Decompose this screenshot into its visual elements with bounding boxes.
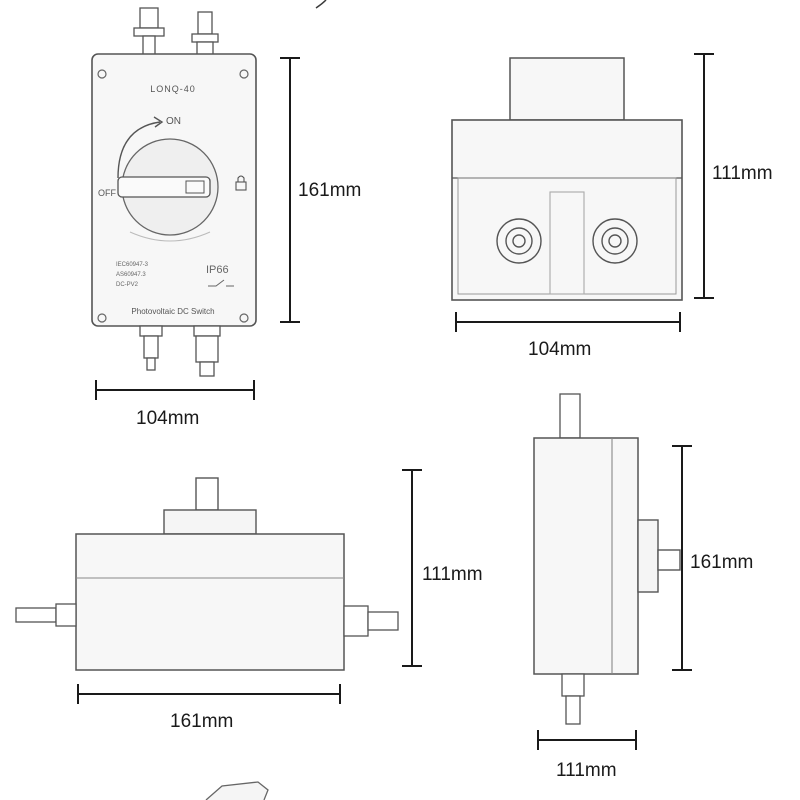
front-width-dimension [95,380,255,400]
top-height-label: 111mm [712,163,773,184]
on-label: ON [166,116,181,127]
screw-icon [239,313,249,323]
product-name: Photovoltaic DC Switch [131,307,214,316]
screw-icon [97,69,107,79]
side-body-vertical [533,437,639,675]
screw-icon [239,69,249,79]
side-horizontal-height-label: 111mm [422,564,483,585]
side-vertical-width-label: 111mm [556,760,617,781]
rotation-arc-lower-icon [129,231,211,242]
model-label: LONQ-40 [150,84,196,94]
side-vertical-width-dimension [537,730,637,750]
vertical-bottom-connector [561,673,585,725]
bottom-connector-left [139,325,163,371]
side-connector-left [15,603,77,627]
partial-object-bottom [205,781,269,800]
spec-line-3: DC-PV2 [116,282,139,288]
screw-icon [97,313,107,323]
switch-symbol-icon [208,279,234,287]
side-connector-right [343,605,399,637]
lock-shackle [237,175,245,182]
cable-gland-left [496,218,542,264]
side-horizontal-width-label: 161mm [170,711,234,732]
top-height-dimension [694,53,714,299]
front-width-label: 104mm [136,408,200,429]
off-label: OFF [98,188,116,198]
top-view [451,53,714,332]
side-horizontal-height-dimension [402,469,422,667]
side-horizontal-width-dimension [77,684,341,704]
top-connector-left [133,7,165,57]
top-width-dimension [455,312,681,332]
rotation-arc-icon [117,121,161,179]
front-view: LONQ-40 ON OFF IEC60947-3 AS60947.3 DC-P… [91,7,300,400]
knob-handle [117,176,211,198]
bottom-connector-right [193,325,221,377]
front-height-dimension [280,57,300,323]
spec-line-2: AS60947.3 [116,272,146,278]
vertical-top-stub [559,393,581,439]
spec-line-1: IEC60947-3 [116,262,149,268]
decorative-stroke [315,0,327,9]
side-view-horizontal [15,469,422,704]
side-handle-top [163,477,257,535]
side-handle-right [637,519,681,593]
cable-gland-right [592,218,638,264]
front-height-label: 161mm [298,180,362,201]
knob-handle-grip [185,180,205,194]
center-rib [549,191,585,295]
lock-icon [235,181,247,191]
side-view-vertical [533,393,692,750]
side-vertical-height-label: 161mm [690,552,754,573]
side-body-horizontal [75,533,345,671]
arrow-head-icon [153,116,164,128]
top-knob [509,57,625,121]
top-width-label: 104mm [528,339,592,360]
ip-rating: IP66 [206,264,229,276]
side-vertical-height-dimension [672,445,692,671]
top-body [451,119,683,301]
top-connector-right [191,11,219,57]
